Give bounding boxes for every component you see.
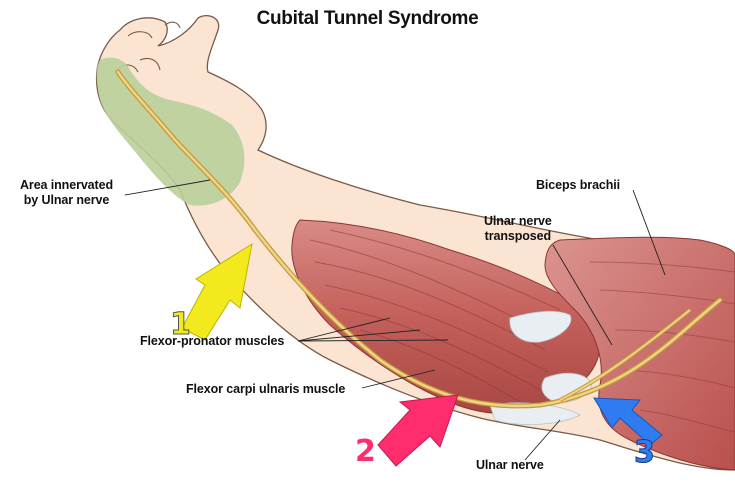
label-flexor-carpi: Flexor carpi ulnaris muscle — [186, 382, 346, 396]
label-area-innervated: Area innervated by Ulnar nerve — [20, 178, 113, 208]
marker-1: 1 — [170, 307, 192, 342]
arrow-2 — [377, 394, 459, 467]
biceps-striations — [589, 261, 735, 433]
label-flexor-pronator: Flexor-pronator muscles — [140, 334, 285, 348]
marker-3: 3 — [634, 435, 656, 470]
muscle-striations — [309, 229, 561, 403]
page-title: Cubital Tunnel Syndrome — [256, 8, 479, 29]
finger-detail — [117, 21, 181, 73]
label-ulnar-transposed: Ulnar nerve transposed — [484, 214, 552, 244]
label-line: by Ulnar nerve — [23, 193, 110, 207]
label-line: Area innervated — [20, 178, 113, 192]
tendon — [509, 310, 572, 343]
upper-arm-muscles — [544, 236, 735, 471]
label-line: transposed — [484, 229, 552, 243]
label-line: Ulnar nerve — [484, 214, 552, 228]
label-biceps: Biceps brachii — [536, 178, 621, 192]
leader-lines — [124, 179, 666, 461]
arrow-1 — [181, 242, 253, 341]
label-ulnar-nerve: Ulnar nerve — [476, 458, 544, 472]
marker-2: 2 — [355, 434, 376, 469]
arrow-3 — [593, 397, 663, 446]
